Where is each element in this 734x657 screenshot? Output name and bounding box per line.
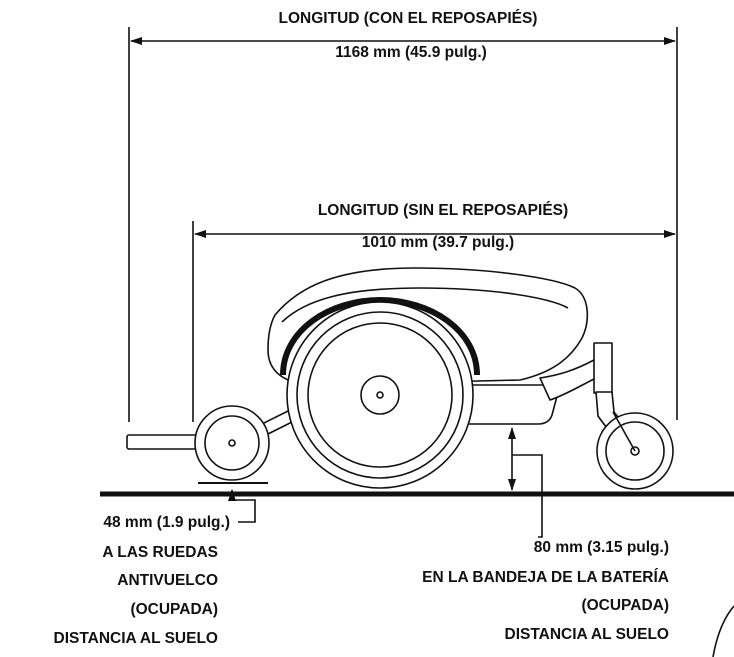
corner-arc [712, 605, 734, 657]
inner-length-value: 1010 mm (39.7 pulg.) [330, 235, 546, 251]
clearance-arrows [228, 427, 543, 538]
antitip-clearance-line-3: ANTIVUELCO [117, 572, 218, 589]
overall-length-value: 1168 mm (45.9 pulg.) [298, 45, 524, 61]
inner-length-title: LONGITUD (SIN EL REPOSAPIÉS) [270, 203, 616, 219]
tray-clearance-line-4: DISTANCIA AL SUELO [504, 626, 669, 643]
dimension-arrows [130, 37, 676, 238]
tray-clearance-value: 80 mm (3.15 pulg.) [533, 539, 669, 556]
caster-assembly [593, 342, 674, 490]
mudguard [280, 297, 480, 376]
drive-wheel [286, 301, 474, 489]
antitip-clearance-line-5: DISTANCIA AL SUELO [53, 630, 218, 647]
tray-clearance-leader [512, 454, 543, 538]
antitip-clearance-leader [232, 499, 256, 523]
antitip-wheel [194, 405, 270, 484]
extension-lines [128, 27, 678, 422]
antitip-clearance-line-2: A LAS RUEDAS [102, 544, 218, 561]
antitip-clearance-value: 48 mm (1.9 pulg.) [103, 514, 230, 531]
tray-clearance-line-3: (OCUPADA) [581, 597, 669, 614]
tray-clearance-line-2: EN LA BANDEJA DE LA BATERÍA [422, 569, 669, 586]
overall-length-title: LONGITUD (CON EL REPOSAPIÉS) [225, 11, 591, 27]
antitip-clearance-line-4: (OCUPADA) [130, 601, 218, 618]
body-shroud-inner [281, 287, 569, 323]
